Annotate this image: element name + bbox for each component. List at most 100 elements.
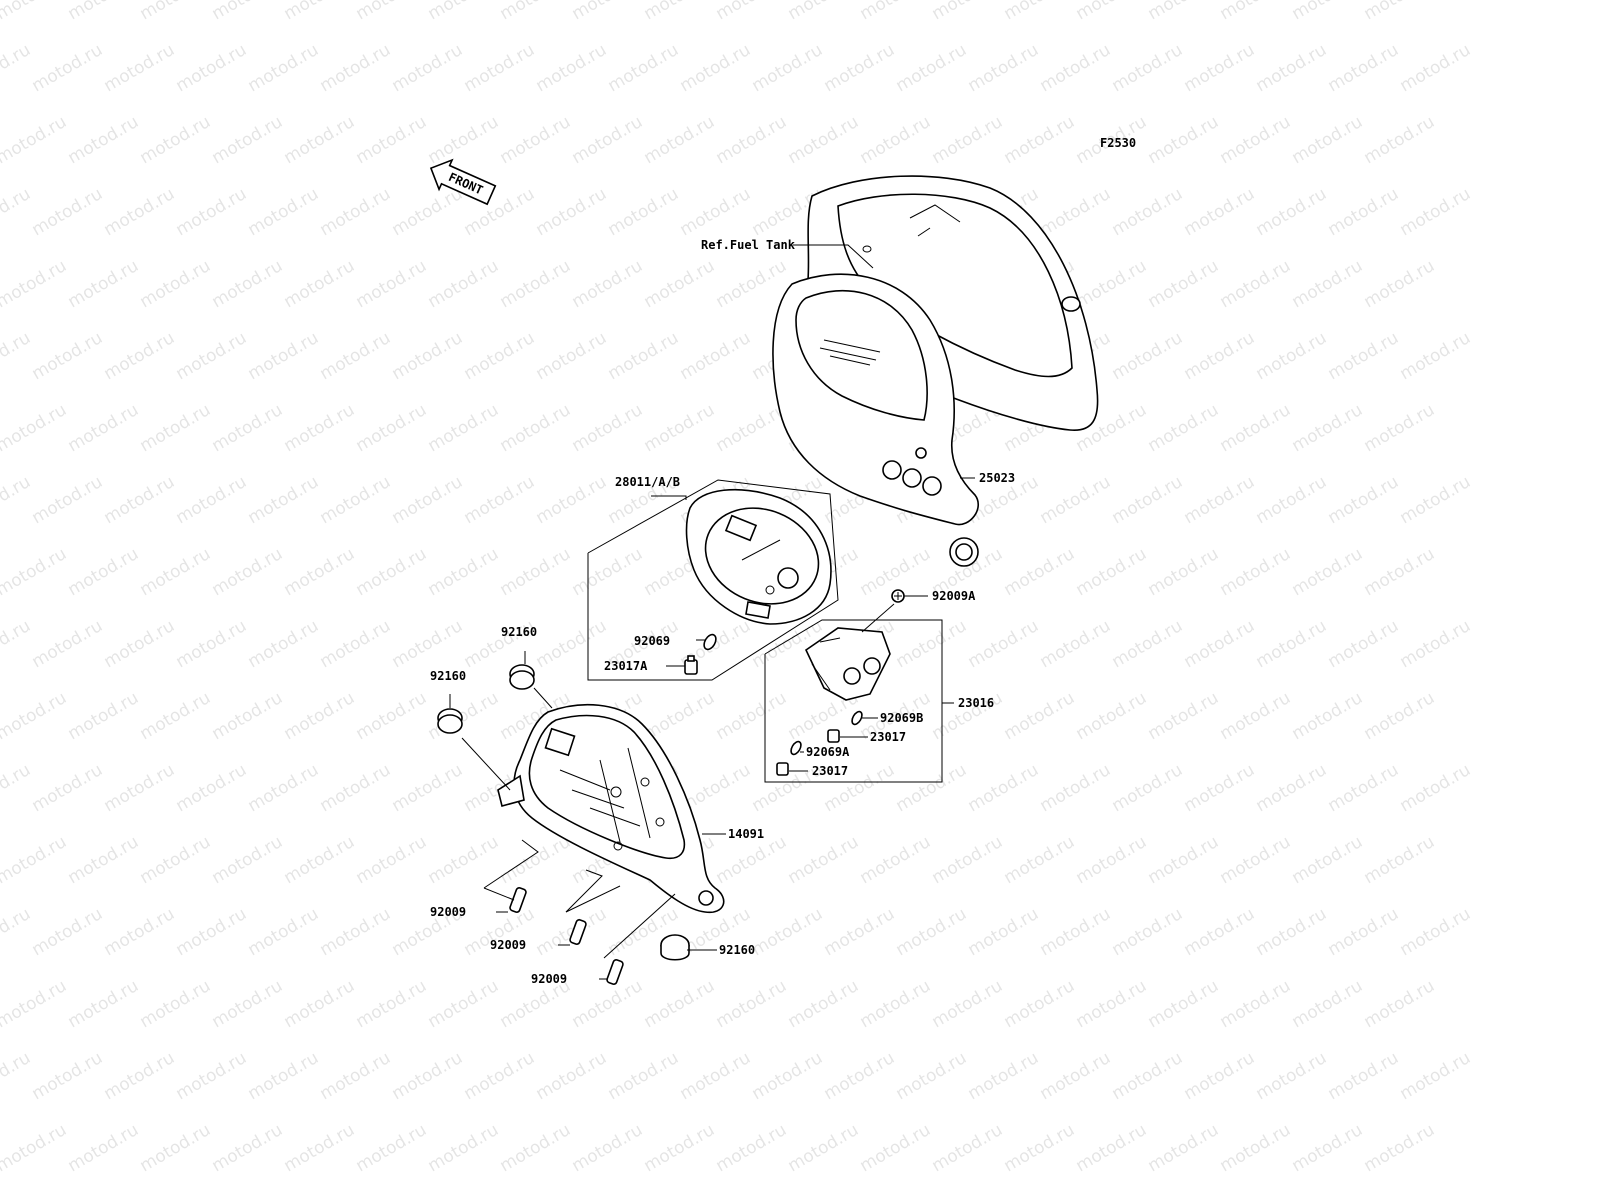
watermark-text: motod.ru: [641, 0, 719, 24]
callout-23017-lower: 23017: [812, 764, 848, 778]
watermark-text: motod.ru: [497, 832, 575, 888]
watermark-text: motod.ru: [353, 544, 431, 600]
watermark-text: motod.ru: [749, 1048, 827, 1104]
watermark-text: motod.ru: [101, 328, 179, 384]
watermark-text: motod.ru: [1361, 976, 1439, 1032]
watermark-text: motod.ru: [425, 688, 503, 744]
watermark-text: motod.ru: [1289, 976, 1367, 1032]
watermark-text: motod.ru: [929, 832, 1007, 888]
watermark-text: motod.ru: [137, 832, 215, 888]
watermark-text: motod.ru: [245, 760, 323, 816]
watermark-text: motod.ru: [1253, 904, 1331, 960]
watermark-text: motod.ru: [1109, 328, 1187, 384]
watermark-text: motod.ru: [713, 688, 791, 744]
watermark-text: motod.ru: [209, 400, 287, 456]
watermark-text: motod.ru: [137, 0, 215, 24]
watermark-text: motod.ru: [821, 1048, 899, 1104]
watermark-text: motod.ru: [1145, 400, 1223, 456]
watermark-text: motod.ru: [0, 256, 70, 312]
watermark-text: motod.ru: [101, 760, 179, 816]
watermark-text: motod.ru: [173, 904, 251, 960]
watermark-text: motod.ru: [929, 976, 1007, 1032]
watermark-text: motod.ru: [29, 40, 107, 96]
watermark-text: motod.ru: [1289, 832, 1367, 888]
watermark-text: motod.ru: [1073, 256, 1151, 312]
watermark-text: motod.ru: [0, 976, 70, 1032]
watermark-text: motod.ru: [389, 40, 467, 96]
watermark-text: motod.ru: [1253, 40, 1331, 96]
watermark-text: motod.ru: [605, 1048, 683, 1104]
watermark-text: motod.ru: [101, 1048, 179, 1104]
callout-92160-left: 92160: [430, 669, 466, 683]
watermark-text: motod.ru: [965, 904, 1043, 960]
watermark-text: motod.ru: [1217, 976, 1295, 1032]
watermark-text: motod.ru: [1397, 616, 1475, 672]
watermark-text: motod.ru: [1289, 256, 1367, 312]
watermark-text: motod.ru: [425, 544, 503, 600]
watermark-text: motod.ru: [1037, 760, 1115, 816]
watermark-text: motod.ru: [1001, 688, 1079, 744]
watermark-text: motod.ru: [533, 616, 611, 672]
watermark-text: motod.ru: [29, 616, 107, 672]
watermark-text: motod.ru: [281, 544, 359, 600]
watermark-text: motod.ru: [137, 400, 215, 456]
watermark-text: motod.ru: [1109, 472, 1187, 528]
callout-25023: 25023: [979, 471, 1015, 485]
watermark-text: motod.ru: [317, 904, 395, 960]
watermark-text: motod.ru: [137, 112, 215, 168]
watermark-text: motod.ru: [785, 0, 863, 24]
watermark-text: motod.ru: [0, 832, 70, 888]
watermark-text: motod.ru: [605, 184, 683, 240]
watermark-text: motod.ru: [425, 832, 503, 888]
watermark-text: motod.ru: [641, 256, 719, 312]
watermark-text: motod.ru: [1001, 1120, 1079, 1176]
watermark-text: motod.ru: [101, 40, 179, 96]
watermark-text: motod.ru: [101, 472, 179, 528]
watermark-text: motod.ru: [425, 976, 503, 1032]
watermark-text: motod.ru: [65, 832, 143, 888]
watermark-text: motod.ru: [29, 1048, 107, 1104]
watermark-text: motod.ru: [0, 1048, 34, 1104]
watermark-text: motod.ru: [965, 760, 1043, 816]
watermark-text: motod.ru: [245, 184, 323, 240]
watermark-text: motod.ru: [533, 904, 611, 960]
watermark-text: motod.ru: [1181, 760, 1259, 816]
watermark-text: motod.ru: [965, 616, 1043, 672]
watermark-text: motod.ru: [0, 328, 34, 384]
screw-92009-a: [509, 887, 527, 913]
watermark-text: motod.ru: [497, 1120, 575, 1176]
watermark-text: motod.ru: [353, 0, 431, 24]
callout-23016: 23016: [958, 696, 994, 710]
watermark-text: motod.ru: [1325, 472, 1403, 528]
watermark-text: motod.ru: [1145, 544, 1223, 600]
watermark-text: motod.ru: [65, 112, 143, 168]
watermark-text: motod.ru: [677, 1048, 755, 1104]
watermark-text: motod.ru: [209, 688, 287, 744]
watermark-text: motod.ru: [1181, 40, 1259, 96]
callout-14091: 14091: [728, 827, 764, 841]
watermark-text: motod.ru: [1181, 1048, 1259, 1104]
watermark-text: motod.ru: [1397, 40, 1475, 96]
watermark-text: motod.ru: [533, 40, 611, 96]
watermark-text: motod.ru: [857, 112, 935, 168]
watermark-text: motod.ru: [569, 544, 647, 600]
watermark-text: motod.ru: [533, 1048, 611, 1104]
watermark-text: motod.ru: [497, 0, 575, 24]
watermark-text: motod.ru: [1145, 112, 1223, 168]
watermark-text: motod.ru: [893, 40, 971, 96]
watermark-text: motod.ru: [173, 760, 251, 816]
watermark-text: motod.ru: [317, 328, 395, 384]
watermark-text: motod.ru: [641, 112, 719, 168]
watermark-text: motod.ru: [569, 112, 647, 168]
watermark-text: motod.ru: [497, 544, 575, 600]
watermark-text: motod.ru: [965, 40, 1043, 96]
meter-assembly: [685, 488, 832, 625]
watermark-text: motod.ru: [1073, 688, 1151, 744]
watermark-text: motod.ru: [209, 112, 287, 168]
callout-92160-bottom: 92160: [719, 943, 755, 957]
watermark-text: motod.ru: [29, 904, 107, 960]
watermark-text: motod.ru: [1145, 688, 1223, 744]
watermark-text: motod.ru: [0, 544, 70, 600]
watermark-text: motod.ru: [281, 400, 359, 456]
